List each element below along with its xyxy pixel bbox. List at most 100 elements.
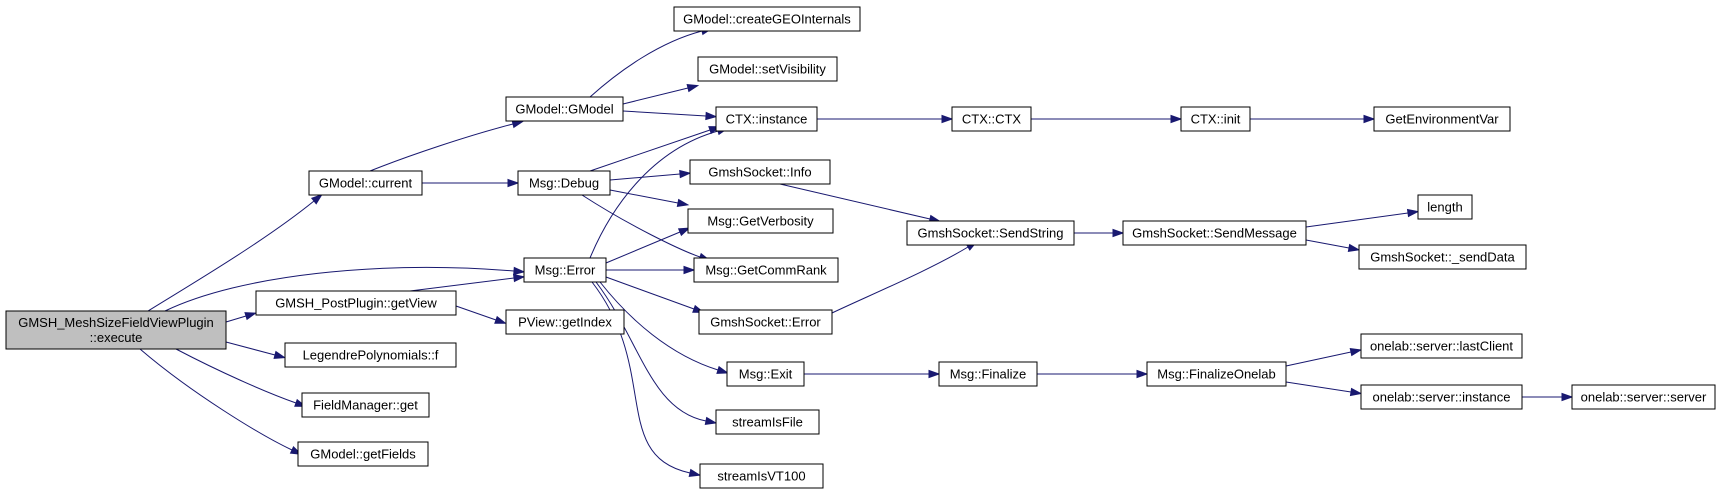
node-label: Msg::Exit: [739, 367, 793, 382]
edge-getview-to-error: [409, 273, 526, 292]
node-ctxctx[interactable]: CTX::CTX: [951, 106, 1032, 132]
edge-arrowhead: [1406, 208, 1420, 218]
edge-arrowhead: [676, 198, 690, 208]
node-srvinst[interactable]: onelab::server::instance: [1360, 384, 1523, 410]
edge-ctxctx-to-ctxinit: [1031, 114, 1183, 124]
node-streamfile[interactable]: streamIsFile: [715, 409, 820, 435]
node-legendre[interactable]: LegendrePolynomials::f: [284, 342, 457, 368]
call-edges: [139, 27, 1574, 477]
node-senddata[interactable]: GmshSocket::_sendData: [1358, 244, 1527, 270]
node-label: Msg::GetCommRank: [705, 263, 827, 278]
node-getindex[interactable]: PView::getIndex: [505, 309, 625, 335]
node-debug[interactable]: Msg::Debug: [517, 170, 611, 196]
edge-gmodel-to-ctxinst: [622, 110, 718, 121]
node-gmodel[interactable]: GModel::GModel: [505, 96, 624, 122]
node-lastclient[interactable]: onelab::server::lastClient: [1360, 333, 1523, 359]
node-label: GModel::GModel: [515, 102, 613, 117]
edge-current-to-gmodel: [369, 120, 525, 172]
edge-line: [779, 183, 931, 220]
node-box: [1373, 106, 1511, 132]
node-root[interactable]: GMSH_MeshSizeFieldViewPlugin::execute: [5, 310, 227, 350]
edge-debug-to-getverb: [609, 189, 690, 208]
node-label: GmshSocket::_sendData: [1370, 250, 1515, 265]
edge-error-to-sockerror: [605, 276, 705, 313]
edge-arrowhead: [511, 120, 525, 129]
node-box: [517, 170, 611, 196]
node-label: CTX::init: [1191, 112, 1241, 127]
node-setvis[interactable]: GModel::setVisibility: [697, 56, 838, 82]
node-label: Msg::Error: [535, 263, 596, 278]
node-label: Msg::FinalizeOnelab: [1157, 367, 1276, 382]
edge-sockerror-to-sendstring: [831, 241, 978, 314]
edge-line: [409, 277, 515, 292]
node-box: [697, 56, 838, 82]
node-srvsrv[interactable]: onelab::server::server: [1571, 384, 1716, 410]
edge-finonelab-to-srvinst: [1285, 381, 1363, 397]
edge-arrowhead: [494, 315, 507, 324]
node-finonelab[interactable]: Msg::FinalizeOnelab: [1146, 361, 1287, 387]
node-label: length: [1427, 200, 1462, 215]
node-box: [687, 208, 834, 234]
node-ctxinst[interactable]: CTX::instance: [715, 106, 818, 132]
node-label: PView::getIndex: [518, 315, 612, 330]
node-label: GmshSocket::SendMessage: [1132, 226, 1297, 241]
node-box: [938, 361, 1038, 387]
node-getenv[interactable]: GetEnvironmentVar: [1373, 106, 1511, 132]
edge-arrowhead: [507, 178, 520, 188]
edge-arrowhead: [716, 365, 729, 374]
edge-error-to-streamfile: [595, 281, 718, 426]
node-label: onelab::server::server: [1581, 390, 1707, 405]
edge-sendmsg-to-senddata: [1305, 239, 1361, 253]
node-fieldget[interactable]: FieldManager::get: [301, 392, 430, 418]
node-current[interactable]: GModel::current: [308, 170, 423, 196]
node-box: [699, 463, 824, 489]
edge-line: [1305, 239, 1350, 249]
edge-finalize-to-finonelab: [1037, 369, 1149, 379]
edge-sendmsg-to-length: [1305, 208, 1420, 228]
edge-error-to-commrank: [606, 265, 696, 275]
edge-line: [622, 110, 707, 117]
node-getview[interactable]: GMSH_PostPlugin::getView: [255, 290, 457, 316]
node-commrank[interactable]: Msg::GetCommRank: [693, 257, 839, 283]
node-box: [906, 220, 1075, 246]
node-getverb[interactable]: Msg::GetVerbosity: [687, 208, 834, 234]
node-label: GmshSocket::Error: [710, 315, 821, 330]
edge-srvinst-to-srvsrv: [1522, 392, 1574, 402]
node-label: GMSH_MeshSizeFieldViewPlugin: [18, 315, 214, 330]
edge-arrowhead: [1170, 114, 1183, 124]
edge-line: [1305, 212, 1409, 228]
edge-arrowhead: [686, 84, 700, 93]
node-label: GetEnvironmentVar: [1385, 112, 1499, 127]
node-label: GModel::current: [319, 176, 413, 191]
node-getfields[interactable]: GModel::getFields: [297, 441, 429, 467]
node-sockinfo[interactable]: GmshSocket::Info: [689, 159, 831, 185]
node-ctxinit[interactable]: CTX::init: [1180, 106, 1251, 132]
edge-arrowhead: [677, 227, 691, 237]
edge-line: [225, 341, 276, 356]
node-label: Msg::Debug: [529, 176, 599, 191]
edge-ctxinit-to-getenv: [1250, 114, 1376, 124]
edge-line: [139, 348, 293, 451]
node-finalize[interactable]: Msg::Finalize: [938, 361, 1038, 387]
node-label: ::execute: [90, 330, 143, 345]
node-exit[interactable]: Msg::Exit: [726, 361, 805, 387]
node-label: GModel::setVisibility: [709, 62, 826, 77]
call-nodes: GMSH_MeshSizeFieldViewPlugin::executeGMo…: [5, 6, 1716, 489]
edge-arrowhead: [704, 416, 718, 426]
edge-sendstring-to-sendmsg: [1074, 228, 1125, 238]
node-sendstring[interactable]: GmshSocket::SendString: [906, 220, 1075, 246]
node-length[interactable]: length: [1417, 194, 1473, 220]
edge-line: [589, 30, 703, 98]
node-box: [1360, 333, 1523, 359]
node-streamvt[interactable]: streamIsVT100: [699, 463, 824, 489]
edge-arrowhead: [679, 169, 692, 179]
node-sendmsg[interactable]: GmshSocket::SendMessage: [1122, 220, 1307, 246]
edge-arrowhead: [512, 273, 526, 283]
edge-root-to-error: [164, 266, 526, 312]
node-creategeo[interactable]: GModel::createGEOInternals: [673, 6, 861, 32]
edge-arrowhead: [1136, 369, 1149, 379]
node-box: [301, 392, 430, 418]
node-error[interactable]: Msg::Error: [523, 257, 607, 283]
node-sockerror[interactable]: GmshSocket::Error: [698, 309, 833, 335]
